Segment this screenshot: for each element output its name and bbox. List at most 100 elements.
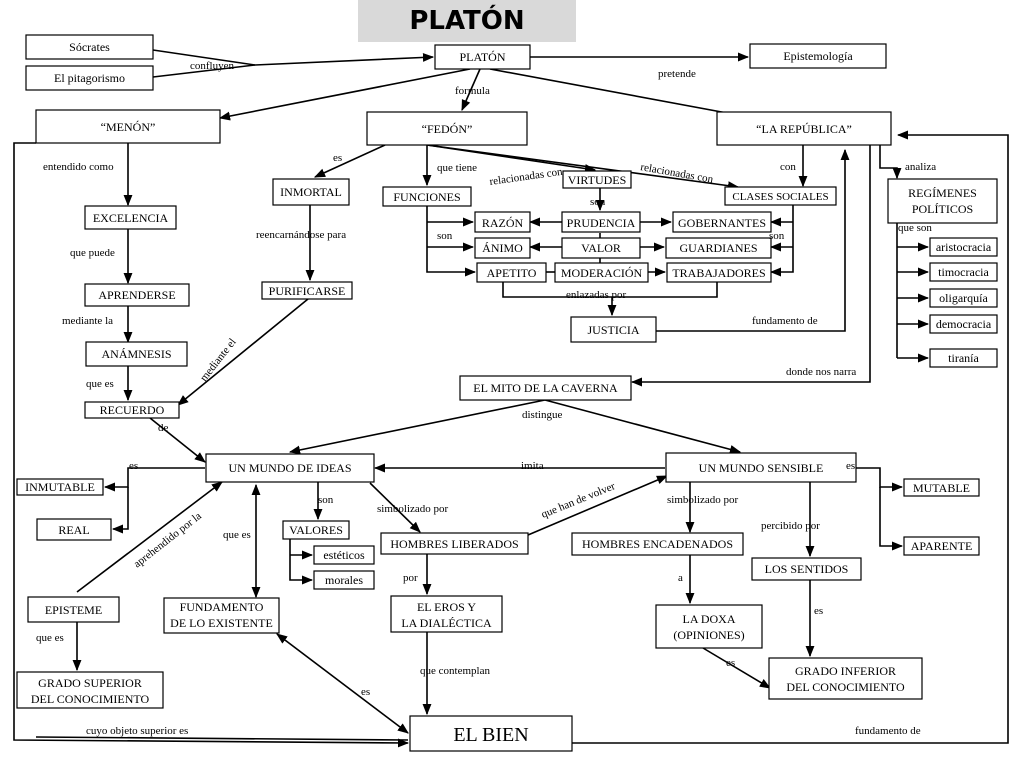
label-son-virtudes: son [590,196,606,208]
node-moderacion: MODERACIÓN [561,266,643,280]
node-apetito: APETITO [487,266,537,280]
label-es-doxa: es [726,657,735,669]
label-fundamento-de-1: fundamento de [752,315,818,327]
node-esteticos: estéticos [323,548,365,562]
label-formula: formula [455,85,490,97]
node-valor: VALOR [581,241,621,255]
node-morales: morales [325,573,363,587]
label-a: a [678,572,683,584]
label-de: de [158,422,169,434]
node-regimenes-line2: POLÍTICOS [912,202,973,216]
label-que-es-3: que es [36,632,64,644]
node-mito-caverna: EL MITO DE LA CAVERNA [473,381,618,395]
label-mediante-la: mediante la [62,315,113,327]
node-prudencia: PRUDENCIA [567,216,636,230]
label-percibido-por: percibido por [761,520,820,532]
label-aprehendido-por-la: aprehendido por la [131,510,203,570]
label-distingue: distingue [522,409,562,421]
node-pitagorismo: El pitagorismo [54,71,125,85]
node-funciones: FUNCIONES [393,190,460,204]
node-platon: PLATÓN [459,50,505,64]
label-por: por [403,572,418,584]
node-grado-inferior-line1: GRADO INFERIOR [795,664,896,678]
node-el-bien: EL BIEN [453,724,528,746]
node-fundamento-line2: DE LO EXISTENTE [170,616,273,630]
node-mundo-sensible: UN MUNDO SENSIBLE [699,461,824,475]
node-inmutable: INMUTABLE [25,480,95,494]
label-con: con [780,161,796,173]
nodes: Sócrates El pitagorismo PLATÓN Epistemol… [16,34,998,752]
node-episteme: EPISTEME [45,603,102,617]
node-democracia: democracia [936,317,992,331]
title-background [358,0,576,42]
node-mutable: MUTABLE [913,481,970,495]
node-fundamento-line1: FUNDAMENTO [180,600,264,614]
node-mundo-ideas: UN MUNDO DE IDEAS [229,461,352,475]
node-grado-superior-line1: GRADO SUPERIOR [38,676,142,690]
node-aprenderse: APRENDERSE [98,288,175,302]
node-clases-sociales: CLASES SOCIALES [732,191,828,203]
node-socrates: Sócrates [69,40,110,54]
label-analiza: analiza [905,161,936,173]
label-es-bien: es [361,686,370,698]
label-simbolizado-por-2: simbolizado por [667,494,739,506]
node-hombres-encadenados: HOMBRES ENCADENADOS [582,537,733,551]
label-que-contemplan: que contemplan [420,665,490,677]
node-grado-inferior-line2: DEL CONOCIMIENTO [786,680,905,694]
node-guardianes: GUARDIANES [680,241,758,255]
node-fedon: “FEDÓN” [422,122,473,136]
label-son-clases: son [769,230,785,242]
node-aparente: APARENTE [911,539,973,553]
node-tirania: tiranía [948,351,979,365]
node-aristocracia: aristocracia [936,240,992,254]
label-pretende: pretende [658,68,696,80]
label-es-ideas: es [129,460,138,472]
node-recuerdo: RECUERDO [100,403,165,417]
node-regimenes-line1: REGÍMENES [908,186,977,200]
label-confluyen: confluyen [190,60,234,72]
node-anamnesis: ANÁMNESIS [101,347,171,361]
node-inmortal: INMORTAL [280,185,342,199]
node-razon: RAZÓN [482,216,524,230]
label-que-es-1: que es [86,378,114,390]
node-gobernantes: GOBERNANTES [678,216,766,230]
node-trabajadores: TRABAJADORES [672,266,765,280]
label-que-puede: que puede [70,247,115,259]
label-enlazadas-por: enlazadas por [566,289,626,301]
page-title: PLATÓN [409,6,525,36]
node-epistemologia: Epistemología [783,49,853,63]
node-menon: “MENÓN” [101,120,156,134]
label-donde-nos-narra: donde nos narra [786,366,856,378]
label-reencarnandose: reencarnándose para [256,229,346,241]
label-cuyo-objeto: cuyo objeto superior es [86,725,188,737]
node-real: REAL [58,523,89,537]
label-que-es-2: que es [223,529,251,541]
node-doxa-line1: LA DOXA [683,612,736,626]
label-es-sensible: es [846,460,855,472]
node-eros-line2: LA DIALÉCTICA [401,616,492,630]
node-animo: ÁNIMO [482,241,523,255]
label-son-valores: son [318,494,334,506]
label-que-tiene: que tiene [437,162,477,174]
node-doxa-line2: (OPINIONES) [673,628,744,642]
label-es-sentidos: es [814,605,823,617]
node-republica: “LA REPÚBLICA” [756,122,852,136]
node-hombres-liberados: HOMBRES LIBERADOS [390,537,518,551]
node-justicia: JUSTICIA [587,323,639,337]
label-fundamento-de-2: fundamento de [855,725,921,737]
label-es-inmortal: es [333,152,342,164]
label-son-funciones: son [437,230,453,242]
node-excelencia: EXCELENCIA [93,211,169,225]
node-valores: VALORES [289,523,343,537]
label-entendido-como: entendido como [43,161,114,173]
node-virtudes: VIRTUDES [568,173,627,187]
node-purificarse: PURIFICARSE [269,284,346,298]
label-relacionadas-con-1: relacionadas con [489,166,564,188]
label-relacionadas-con-2: relacionadas con [639,161,714,186]
node-timocracia: timocracia [938,265,989,279]
label-imita: imita [521,460,544,472]
node-grado-superior-line2: DEL CONOCIMIENTO [31,692,150,706]
label-que-son: que son [898,222,932,234]
node-eros-line1: EL EROS Y [417,600,476,614]
